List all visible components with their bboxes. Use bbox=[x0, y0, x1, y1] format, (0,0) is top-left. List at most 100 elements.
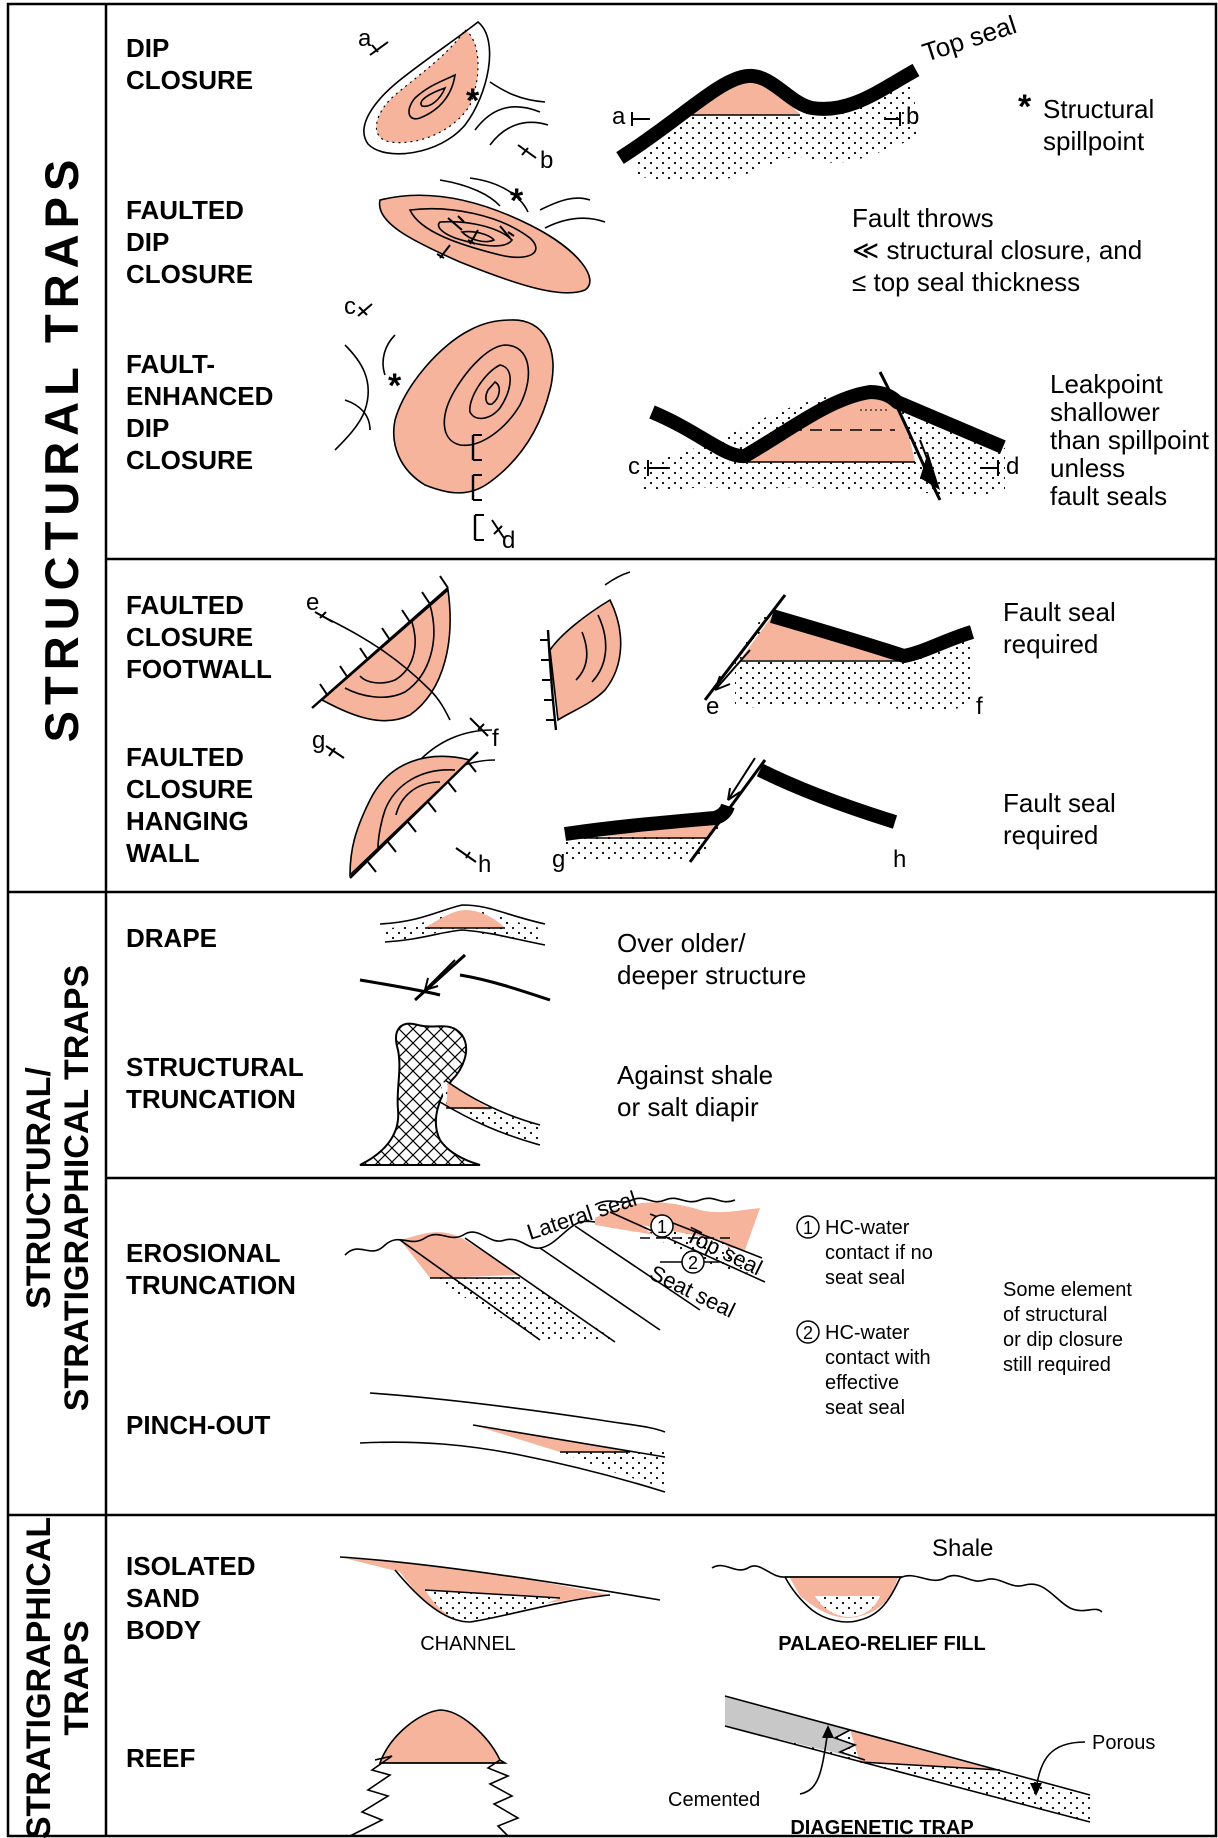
contour bbox=[540, 198, 590, 210]
row-label-faulted-closure-footwall: FAULTED CLOSURE FOOTWALL bbox=[126, 590, 272, 684]
row-label-fault-enhanced-dip-closure: FAULT- ENHANCED DIP CLOSURE bbox=[126, 349, 281, 475]
contour bbox=[475, 107, 540, 130]
footwall-map-alt bbox=[540, 572, 630, 730]
diapir-note: Against shale or salt diapir bbox=[617, 1060, 780, 1122]
contour bbox=[545, 218, 605, 228]
section-letter-g: g bbox=[552, 846, 565, 873]
deep-fault bbox=[415, 955, 465, 1000]
shale-label: Shale bbox=[932, 1535, 993, 1562]
reef-diagram bbox=[350, 1710, 518, 1836]
legend-marker-2-number: 2 bbox=[803, 1323, 813, 1343]
diagenetic-caption: DIAGENETIC TRAP bbox=[790, 1817, 973, 1838]
row-label-isolated-sand-body: ISOLATED SAND BODY bbox=[126, 1551, 263, 1645]
reservoir-sand bbox=[430, 1278, 615, 1340]
leakpoint-note: Leakpoint shallower than spillpoint unle… bbox=[1050, 369, 1216, 511]
hydrocarbon-area bbox=[350, 756, 470, 875]
contour bbox=[490, 82, 545, 102]
reef-hydrocarbon bbox=[380, 1710, 505, 1763]
base-of-bed bbox=[725, 1726, 1090, 1822]
section-title-line: STRATIGRAPHICAL bbox=[20, 1517, 58, 1838]
contour bbox=[605, 572, 630, 585]
contour bbox=[335, 345, 368, 450]
section-title-stratigraphical: STRATIGRAPHICAL TRAPS bbox=[20, 1517, 96, 1838]
row-label-faulted-closure-hanging-wall: FAULTED CLOSURE HANGING WALL bbox=[126, 742, 260, 868]
structural-element-note: Some element of structural or dip closur… bbox=[1003, 1279, 1138, 1376]
section-letter-f: f bbox=[492, 725, 499, 752]
section-marker-f bbox=[470, 718, 488, 736]
section-letter-a: a bbox=[612, 103, 626, 130]
channel-caption: CHANNEL bbox=[420, 1633, 516, 1655]
unconformity bbox=[712, 1566, 1102, 1622]
drape-note: Over older/ deeper structure bbox=[617, 928, 806, 990]
section-letter-c: c bbox=[344, 293, 356, 320]
drape-diagram bbox=[360, 905, 550, 1000]
hydrocarbon-fill bbox=[400, 1232, 520, 1278]
spillpoint-star: * bbox=[510, 182, 524, 220]
section-letter-a: a bbox=[358, 25, 372, 52]
marker-2-number: 2 bbox=[688, 1253, 698, 1273]
section-letter-d: d bbox=[1006, 453, 1019, 480]
fault-enhanced-map: * c d bbox=[335, 293, 553, 554]
section-letter-f: f bbox=[976, 693, 983, 720]
section-marker-b bbox=[518, 145, 536, 158]
fault-seal-note: Fault seal required bbox=[1003, 788, 1123, 850]
legend-marker-1-number: 1 bbox=[803, 1218, 813, 1238]
contour bbox=[420, 730, 492, 760]
cemented-label: Cemented bbox=[668, 1789, 760, 1811]
reservoir-sand bbox=[560, 1452, 665, 1488]
row-label-dip-closure: DIP CLOSURE bbox=[126, 33, 253, 95]
section-letter-b: b bbox=[540, 147, 553, 174]
row-label-drape: DRAPE bbox=[126, 923, 217, 953]
reef-flank bbox=[350, 1756, 392, 1836]
section-title-structural: STRUCTURAL TRAPS bbox=[35, 154, 88, 743]
section-marker-a bbox=[632, 112, 650, 126]
top-seal-label: Top seal bbox=[919, 9, 1020, 67]
section-marker-a bbox=[370, 42, 388, 55]
deeper-layer bbox=[460, 975, 550, 1000]
section-letter-e: e bbox=[306, 589, 319, 616]
spillpoint-star: * bbox=[466, 82, 480, 120]
top-of-bed bbox=[725, 1696, 1090, 1795]
fault-plane bbox=[690, 760, 765, 862]
row-label-pinch-out: PINCH-OUT bbox=[126, 1410, 271, 1440]
section-title-line: TRAPS bbox=[58, 1620, 96, 1735]
section-title-line: STRATIGRAPHICAL TRAPS bbox=[58, 965, 96, 1411]
diapir-diagram bbox=[360, 1024, 540, 1165]
hc-note-2: HC-water contact with effective seat sea… bbox=[825, 1322, 936, 1419]
section-marker-c bbox=[358, 304, 372, 316]
section-letter-h: h bbox=[478, 851, 491, 878]
channel-diagram: CHANNEL bbox=[340, 1557, 660, 1655]
hc-note-1: HC-water contact if no seat seal bbox=[825, 1217, 938, 1289]
hanging-wall-map: g h bbox=[312, 727, 491, 878]
spillpoint-note: Structural spillpoint bbox=[1043, 94, 1162, 156]
section-title-structural-stratigraphical: STRUCTURAL/ STRATIGRAPHICAL TRAPS bbox=[20, 965, 96, 1411]
section-marker-g bbox=[326, 746, 344, 758]
hanging-wall-section: g h bbox=[552, 758, 906, 873]
dip-closure-section: Top seal a b bbox=[612, 9, 1020, 181]
section-letter-d: d bbox=[502, 527, 515, 554]
section-title-line: STRUCTURAL/ bbox=[20, 1067, 58, 1309]
fault-seal-note: Fault seal required bbox=[1003, 597, 1123, 659]
legend-star: * bbox=[1018, 88, 1032, 126]
dip-closure-map: * a b bbox=[358, 22, 553, 174]
hydrocarbon-area bbox=[394, 320, 553, 493]
fault-enhanced-section: c d bbox=[628, 372, 1019, 500]
reef-flank bbox=[488, 1760, 518, 1836]
faulted-dip-closure-map: * bbox=[380, 178, 605, 293]
row-label-erosional-truncation: EROSIONAL TRUNCATION bbox=[126, 1238, 296, 1300]
section-letter-b: b bbox=[906, 103, 919, 130]
section-letter-g: g bbox=[312, 727, 325, 754]
hydrocarbon-area bbox=[550, 600, 621, 720]
marker-1-number: 1 bbox=[657, 1217, 667, 1237]
palaeo-relief-diagram: Shale PALAEO-RELIEF FILL bbox=[712, 1535, 1102, 1655]
row-label-reef: REEF bbox=[126, 1743, 195, 1773]
section-marker-h bbox=[456, 848, 476, 862]
fault-arrow bbox=[425, 960, 455, 990]
contour bbox=[490, 122, 548, 145]
porous-label: Porous bbox=[1092, 1732, 1155, 1754]
section-letter-h: h bbox=[893, 846, 906, 873]
row-label-faulted-dip-closure: FAULTED DIP CLOSURE bbox=[126, 195, 253, 289]
section-letter-e: e bbox=[706, 693, 719, 720]
fault-throws-note: Fault throws ≪ structural closure, and ≤… bbox=[852, 203, 1149, 297]
